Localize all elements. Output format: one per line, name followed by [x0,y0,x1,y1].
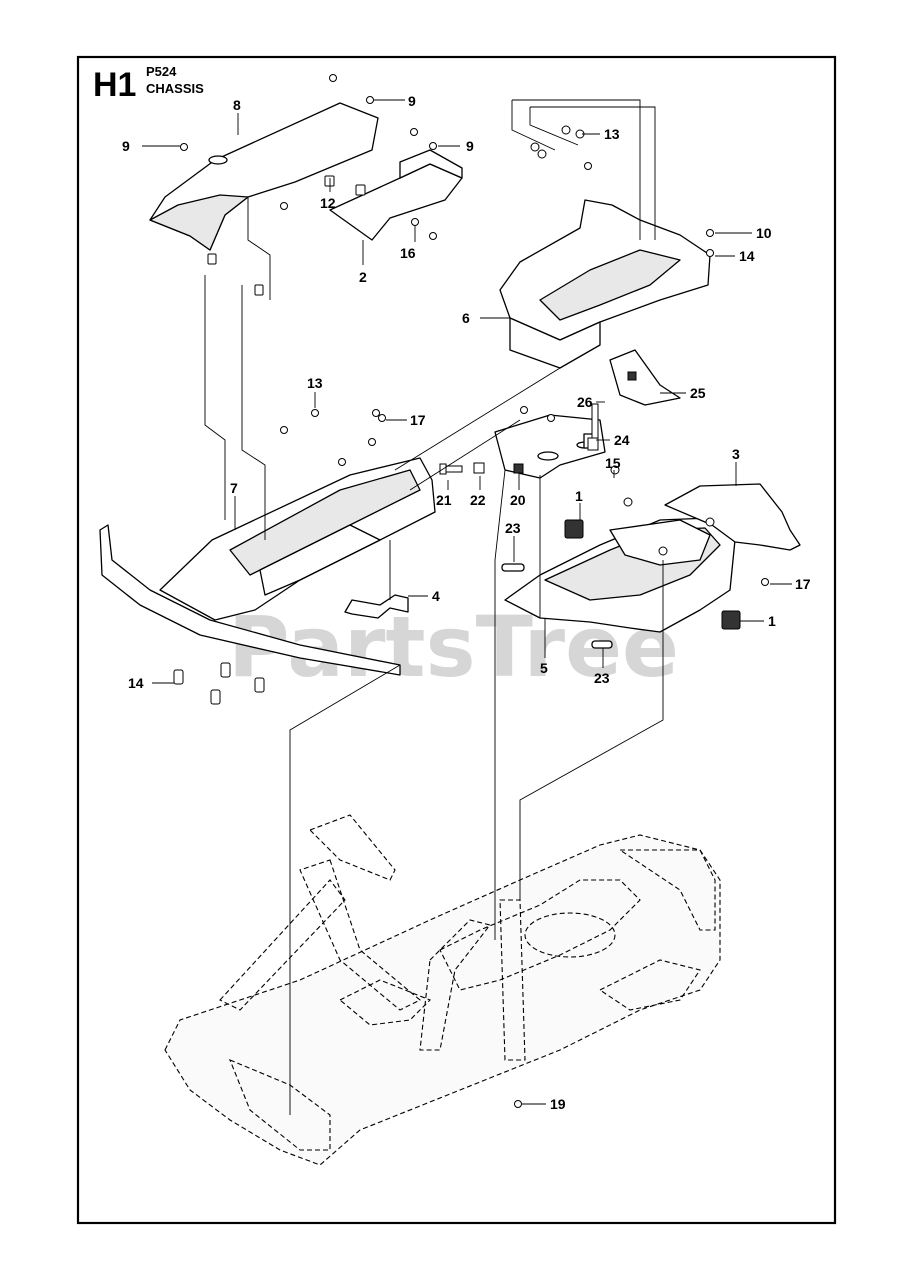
part-2-top-plate [329,149,463,241]
callout-19: 19 [550,1096,566,1112]
part-6-seat-pan [499,99,711,369]
callout-8: 8 [233,97,241,113]
callout-7: 7 [230,480,238,496]
callout-6: 6 [462,310,470,326]
callout-13: 13 [604,126,620,142]
callout-15: 15 [605,455,621,471]
callout-23: 23 [505,520,521,536]
model-label: P524 [146,64,177,79]
callout-21: 21 [436,492,452,508]
leader-frame-link [394,367,561,471]
fasteners [173,74,769,1108]
page-border [76,55,837,1225]
callout-9: 9 [408,93,416,109]
part-7-chassis-frame [159,275,436,621]
page-code: H1 [93,66,136,104]
part-23-pin-a [501,563,525,572]
leader-frame-link-2 [409,419,521,491]
part-4-bracket [344,540,409,619]
leader-to-chassis-left [289,664,401,1115]
callout-23: 23 [594,670,610,686]
callout-22: 22 [470,492,486,508]
callout-26: 26 [577,394,593,410]
callout-12: 12 [320,195,336,211]
callout-2: 2 [359,269,367,285]
leader-to-chassis-mid [494,469,506,940]
callout-leaders [142,99,792,1105]
part-3-side-panel [664,483,801,551]
chassis-assembly-outline [164,814,721,1166]
callout-25: 25 [690,385,706,401]
callout-14: 14 [739,248,755,264]
part-5-floor-pan [504,475,736,633]
callout-3: 3 [732,446,740,462]
part-1-pad-a [564,519,584,539]
part-23-pin-b [591,640,613,649]
part-1-pad-b [721,610,741,630]
callout-1: 1 [575,488,583,504]
callout-14: 14 [128,675,144,691]
callout-9: 9 [466,138,474,154]
callout-20: 20 [510,492,526,508]
callout-1: 1 [768,613,776,629]
leader-to-chassis-right [519,560,664,900]
callout-13: 13 [307,375,323,391]
nut-22 [473,462,485,474]
callout-24: 24 [614,432,630,448]
callout-9: 9 [122,138,130,154]
callout-4: 4 [432,588,440,604]
callout-17: 17 [410,412,426,428]
callout-10: 10 [756,225,772,241]
callout-16: 16 [400,245,416,261]
bolt-26 [591,403,599,440]
callout-labels: 9 9 9 8 12 2 16 13 10 14 6 25 26 24 13 1… [122,93,811,1112]
part-8-hood-cover [149,102,379,300]
callout-5: 5 [540,660,548,676]
callout-17: 17 [795,576,811,592]
part-25-plate [609,349,681,406]
section-title: CHASSIS [146,81,204,96]
